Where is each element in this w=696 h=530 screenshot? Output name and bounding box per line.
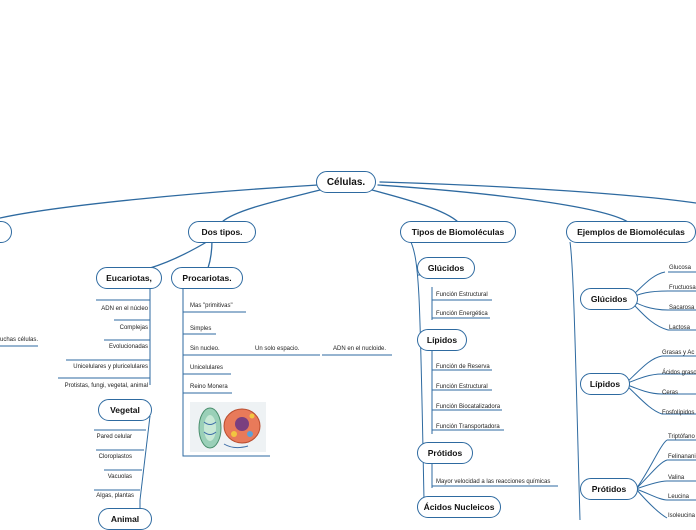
ejemplos-protidos-item: Felinanani xyxy=(668,454,696,460)
branch-dos-tipos[interactable]: Dos tipos. xyxy=(188,221,256,243)
tipos-glucidos-item: Función Energética xyxy=(436,311,488,317)
procariotas-sub-item: ADN en el nucloide. xyxy=(333,346,387,352)
procariotas-sub-item: Un solo espacio. xyxy=(255,346,300,352)
ejemplos-lipidos-item: Grasas y Ac xyxy=(662,350,695,356)
ejemplos-glucidos-item: Sacarosa xyxy=(669,305,695,311)
branch-tipos-biomoleculas[interactable]: Tipos de Biomoléculas xyxy=(400,221,516,243)
node-tipos-protidos[interactable]: Prótidos xyxy=(417,442,473,464)
cell-diagram-image xyxy=(190,402,266,452)
eucariotas-item: Protistas, fungi, vegetal, animal xyxy=(64,383,148,389)
ejemplos-glucidos-item: Fructuosa xyxy=(669,285,696,291)
ejemplos-lipidos-item: Ceras xyxy=(662,390,679,396)
procariotas-item: Unicelulares xyxy=(190,365,224,371)
tipos-protidos-item: Mayor velocidad a las reacciones química… xyxy=(436,479,551,485)
ejemplos-protidos-item: Leucina xyxy=(668,494,690,500)
node-ejemplos-glucidos[interactable]: Glúcidos xyxy=(580,288,638,310)
vegetal-item: Cloroplastos xyxy=(98,454,132,460)
eucariotas-item: Evolucionadas xyxy=(108,344,148,350)
procariotas-item: Sin nucleo. xyxy=(190,346,220,352)
vegetal-item: Pared celular xyxy=(96,434,132,440)
node-tipos-glucidos[interactable]: Glúcidos xyxy=(417,257,475,279)
tipos-lipidos-item: Función Transportadora xyxy=(436,424,500,430)
node-ejemplos-lipidos[interactable]: Lípidos xyxy=(580,373,630,395)
node-tipos-acidos-nucleicos[interactable]: Ácidos Nucleicos xyxy=(417,496,501,518)
tipos-lipidos-item: Función de Reserva xyxy=(436,364,490,370)
node-vegetal[interactable]: Vegetal xyxy=(98,399,152,421)
tipos-glucidos-item: Función Estructural xyxy=(436,292,488,298)
procariotas-item: Simples xyxy=(190,326,212,332)
node-animal[interactable]: Animal xyxy=(98,508,152,530)
vegetal-item: Algas, plantas xyxy=(96,493,134,499)
node-ejemplos-protidos[interactable]: Prótidos xyxy=(580,478,638,500)
node-procariotas[interactable]: Procariotas. xyxy=(171,267,243,289)
ejemplos-protidos-item: Valina xyxy=(668,475,685,481)
left-cut-item: uchas células. xyxy=(0,337,39,343)
procariotas-item: Mas "primitivas" xyxy=(190,303,233,309)
ejemplos-glucidos-item: Glucosa xyxy=(669,265,692,271)
ejemplos-protidos-item: Isoleucina xyxy=(668,513,696,519)
eucariotas-item: Unicelulares y pluricelulares xyxy=(73,364,148,370)
tipos-lipidos-item: Función Estructural xyxy=(436,384,488,390)
node-eucariotas[interactable]: Eucariotas, xyxy=(96,267,162,289)
eucariotas-item: Complejas xyxy=(119,325,148,331)
ejemplos-lipidos-item: Ácidos grasos xyxy=(662,370,696,376)
branch-ejemplos-biomoleculas[interactable]: Ejemplos de Biomoléculas xyxy=(566,221,696,243)
ejemplos-protidos-item: Triptófano xyxy=(668,434,695,440)
eucariotas-item: ADN en el núcleo xyxy=(101,306,148,312)
ejemplos-glucidos-item: Lactosa xyxy=(669,325,691,331)
vegetal-item: Vacuolas xyxy=(107,474,132,480)
node-tipos-lipidos[interactable]: Lípidos xyxy=(417,329,467,351)
root-node[interactable]: Células. xyxy=(316,171,376,193)
procariotas-item: Reino Monera xyxy=(190,384,228,390)
tipos-lipidos-item: Función Biocatalizadora xyxy=(436,404,501,410)
ejemplos-lipidos-item: Fosfolípidos xyxy=(662,410,695,416)
